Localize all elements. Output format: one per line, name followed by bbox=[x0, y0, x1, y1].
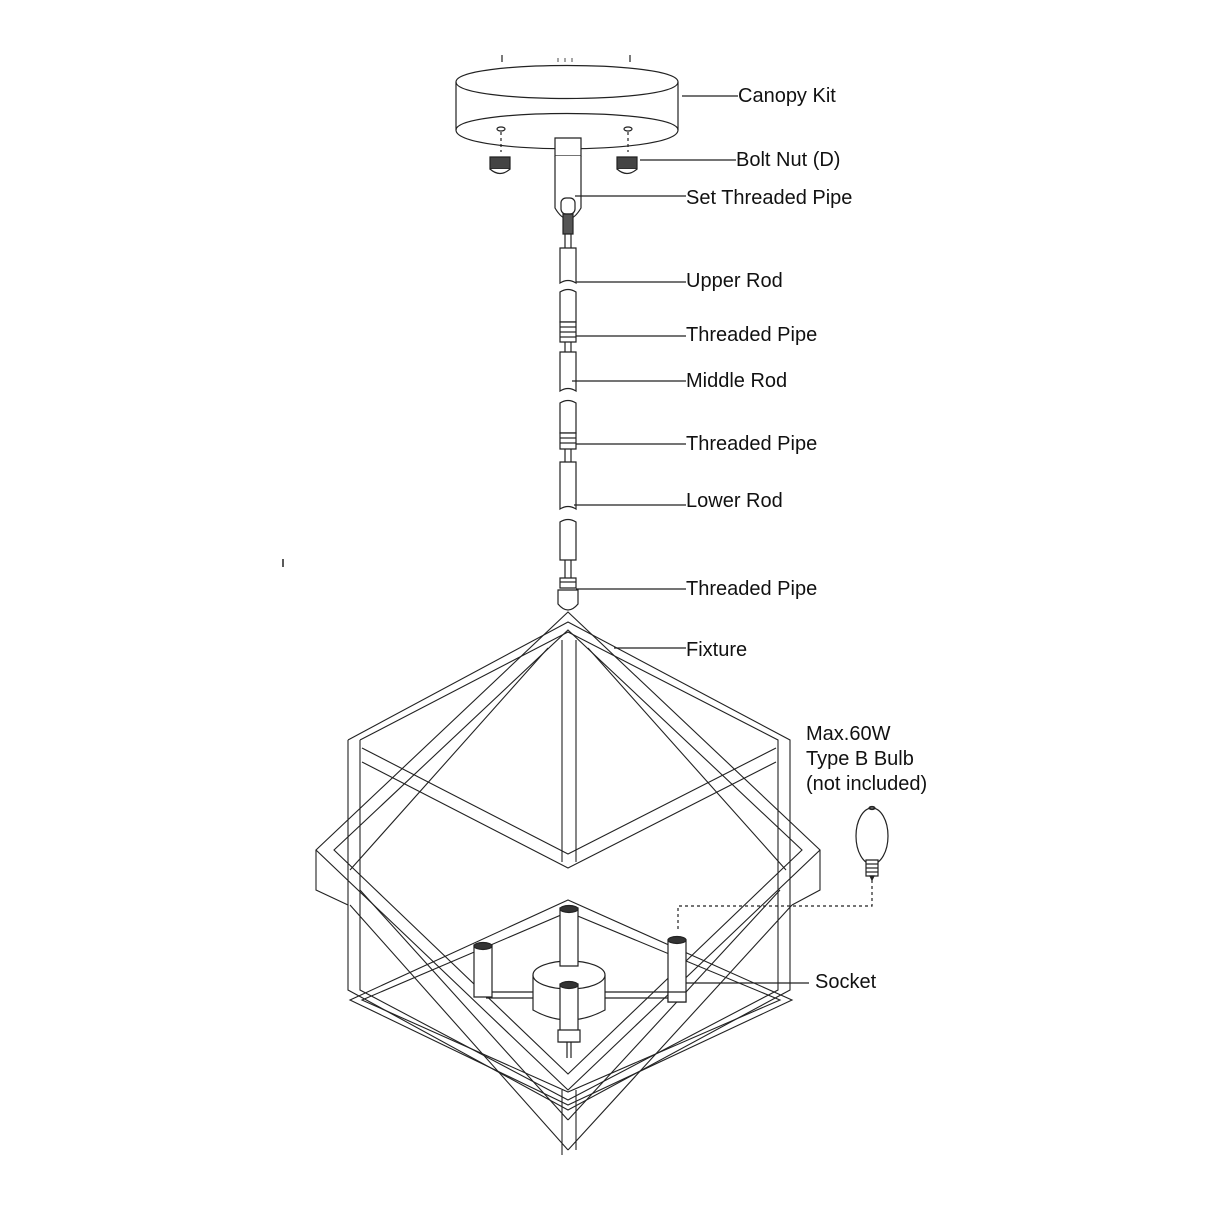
knurled-nut-icon bbox=[490, 157, 637, 174]
bulb-note: (not included) bbox=[806, 773, 928, 795]
canopy-disc-icon bbox=[456, 55, 678, 152]
label-lower-rod: Lower Rod bbox=[686, 490, 783, 512]
label-threaded-pipe-2: Threaded Pipe bbox=[686, 433, 818, 455]
label-set-threaded-pipe: Set Threaded Pipe bbox=[686, 187, 853, 209]
socket-cluster bbox=[474, 906, 686, 1059]
label-middle-rod: Middle Rod bbox=[686, 370, 788, 392]
label-bulb-spec: Max.60W Type B Bulb (not included) bbox=[806, 722, 927, 797]
rod-assembly bbox=[558, 248, 578, 610]
label-fixture: Fixture bbox=[686, 639, 748, 661]
bulb-wattage: Max.60W bbox=[806, 723, 891, 745]
label-canopy-kit: Canopy Kit bbox=[738, 85, 836, 107]
bulb-type: Type B Bulb bbox=[806, 748, 914, 770]
label-bolt-nut: Bolt Nut (D) bbox=[736, 149, 841, 171]
set-threaded-pipe-part bbox=[555, 138, 581, 248]
type-b-bulb-icon bbox=[856, 807, 888, 881]
label-upper-rod: Upper Rod bbox=[686, 270, 783, 292]
label-threaded-pipe-3: Threaded Pipe bbox=[686, 578, 818, 600]
label-socket: Socket bbox=[815, 971, 877, 993]
label-threaded-pipe-1: Threaded Pipe bbox=[686, 324, 818, 346]
fixture-cage bbox=[316, 612, 820, 1155]
